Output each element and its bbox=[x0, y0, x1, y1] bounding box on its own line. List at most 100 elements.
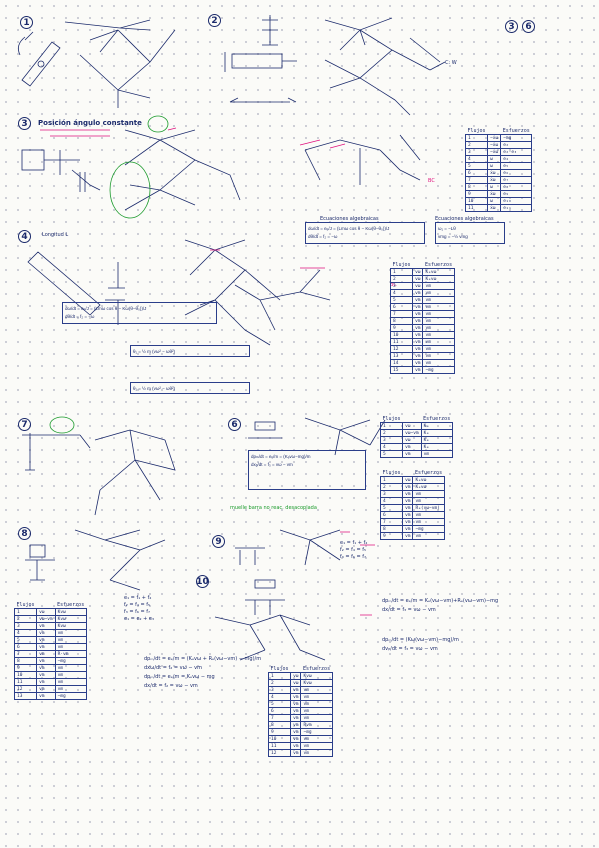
effort-cell: vm bbox=[422, 310, 455, 318]
junction-equations-2: e₁ = f₁ + f₂ f₂ = f₄ = f₅ f₃ = f₆ = f₇ bbox=[340, 540, 368, 560]
flow-cell: vm bbox=[402, 450, 422, 458]
flow-cell: vm bbox=[402, 518, 414, 526]
flow-cell: vω bbox=[412, 275, 424, 283]
bond-index-cell: 12 bbox=[389, 345, 414, 353]
effort-cell: vm bbox=[422, 331, 455, 339]
problem-number-7: 7 bbox=[18, 418, 31, 431]
flow-cell: vm bbox=[402, 504, 414, 512]
flow-cell: vm bbox=[412, 338, 424, 346]
flow-cell: vω bbox=[290, 672, 302, 680]
bond-index-cell: 10 bbox=[13, 671, 38, 679]
effort-cell: e₈ bbox=[500, 183, 533, 191]
bond-index-cell: 11 bbox=[389, 338, 414, 346]
bond-index-cell: 7 bbox=[267, 714, 292, 722]
effort-cell: Kₑ bbox=[420, 436, 453, 444]
equation-box-1: dω/dt = eₑ/J = (Lmω cos θ − Kω(θ−θ₀))/J … bbox=[305, 222, 425, 244]
equations-group-center: dpₘ/dt = eₑ/m = (Kₑvω + Rₑ(vω−vm) − mg)/… bbox=[144, 656, 262, 689]
bond-index-cell: 6 bbox=[464, 169, 489, 177]
effort-cell: e₇ bbox=[500, 176, 533, 184]
effort-cell: Kvω bbox=[54, 608, 87, 616]
effort-cell: −mg bbox=[54, 692, 87, 700]
effort-cell: e₂ bbox=[500, 141, 533, 149]
bond-index-cell: 2 bbox=[379, 483, 404, 491]
effort-cell: −mg bbox=[412, 525, 445, 533]
p3-bc-label: BC bbox=[428, 178, 435, 184]
bond-index-cell: 10 bbox=[464, 197, 489, 205]
flow-cell: vω bbox=[402, 436, 422, 444]
effort-cell: vm bbox=[300, 700, 333, 708]
bond-index-cell: 7 bbox=[13, 650, 38, 658]
flow-cell: ẋω bbox=[487, 169, 502, 177]
flow-cell: vm bbox=[36, 643, 56, 651]
flow-cell: vm bbox=[412, 296, 424, 304]
flow-cell: vm bbox=[402, 483, 414, 491]
problem-number-6b: 6 bbox=[228, 418, 241, 431]
bond-index-cell: 4 bbox=[267, 693, 292, 701]
bond-index-cell: 5 bbox=[379, 450, 404, 458]
flow-cell: vm bbox=[290, 721, 302, 729]
effort-cell: vm bbox=[300, 693, 333, 701]
flow-cell: ω bbox=[487, 155, 502, 163]
flow-cell: ẋω bbox=[487, 176, 502, 184]
flow-cell: vm bbox=[36, 685, 56, 693]
bond-index-cell: 15 bbox=[389, 366, 414, 374]
flow-cell: vω bbox=[36, 608, 56, 616]
effort-cell: vm bbox=[300, 686, 333, 694]
bond-index-cell: 5 bbox=[267, 700, 292, 708]
bond-index-cell: 5 bbox=[13, 636, 38, 644]
equations-group-right: dpₘ/dt = eₑ/m = Kₑ(vω−vm)+Rₑ(vω−vm)−mg d… bbox=[382, 598, 499, 613]
effort-cell: vm bbox=[300, 742, 333, 750]
flow-cell: vm bbox=[402, 497, 414, 505]
problem-number-3: 3 bbox=[505, 20, 518, 33]
flow-cell: vω−vm bbox=[402, 429, 422, 437]
flow-cell: −ẋω bbox=[487, 134, 502, 142]
flow-cell: vm bbox=[290, 700, 302, 708]
bond-index-cell: 2 bbox=[267, 679, 292, 687]
flow-cell: vω−vm bbox=[36, 615, 56, 623]
bond-index-cell: 3 bbox=[13, 622, 38, 630]
bond-index-cell: 3 bbox=[379, 490, 404, 498]
bond-index-cell: 1 bbox=[267, 672, 292, 680]
effort-cell: vm bbox=[422, 296, 455, 304]
bond-index-cell: 2 bbox=[379, 429, 404, 437]
flow-cell: vm bbox=[412, 366, 424, 374]
bond-index-cell: 7 bbox=[389, 310, 414, 318]
effort-cell: −mg bbox=[422, 366, 455, 374]
effort-cell: e₆ bbox=[500, 169, 533, 177]
effort-cell: vm bbox=[422, 338, 455, 346]
bond-index-cell: 2 bbox=[389, 275, 414, 283]
effort-cell: vm bbox=[54, 685, 87, 693]
flow-cell: vm bbox=[36, 664, 56, 672]
effort-cell: −mg bbox=[300, 728, 333, 736]
flow-cell: ẋω bbox=[487, 204, 502, 212]
bond-index-cell: 9 bbox=[13, 664, 38, 672]
